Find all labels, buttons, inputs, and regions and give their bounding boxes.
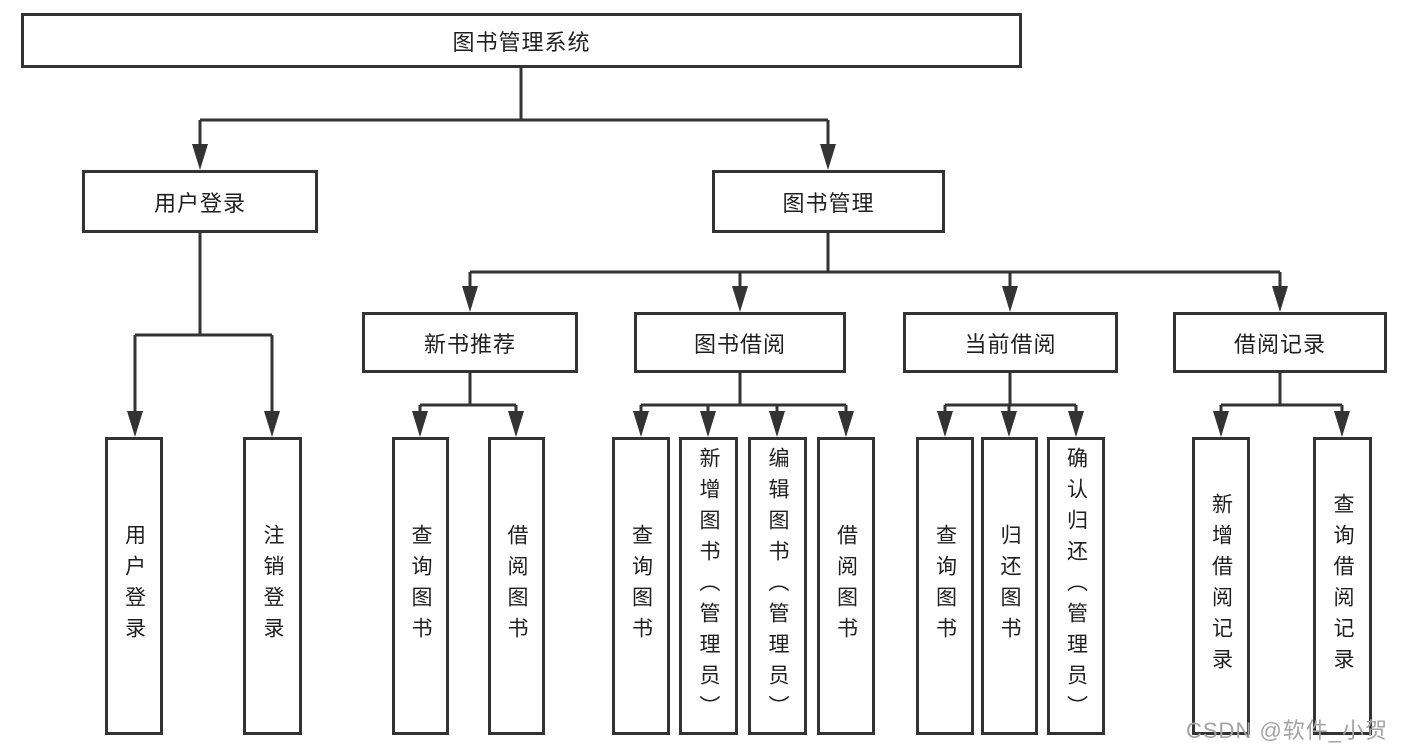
node-library-management-system: 图书管理系统 — [21, 13, 1022, 68]
csdn-watermark: CSDN @软件_小贺同学 — [1186, 718, 1389, 743]
leaf-query-borrow-record: 查询借阅记录 — [1313, 437, 1372, 735]
node-current-borrowing: 当前借阅 — [903, 312, 1118, 373]
leaf-borrowing-query-books: 查询图书 — [612, 437, 670, 735]
leaf-label: 借阅图书 — [834, 524, 858, 648]
node-label: 借阅记录 — [1233, 331, 1326, 357]
leaf-return-books: 归还图书 — [981, 437, 1038, 735]
node-label: 当前借阅 — [964, 331, 1057, 357]
leaf-label: 注销登录 — [261, 524, 284, 648]
leaf-user-login: 用户登录 — [105, 437, 163, 735]
node-label: 图书管理系统 — [452, 29, 591, 55]
leaf-add-borrow-record: 新增借阅记录 — [1192, 437, 1250, 735]
node-label: 图书借阅 — [693, 331, 786, 357]
leaf-label: 用户登录 — [122, 524, 146, 648]
leaf-label: 查询图书 — [933, 524, 957, 648]
node-borrowing-records: 借阅记录 — [1173, 312, 1387, 373]
leaf-label: 查询图书 — [409, 524, 432, 648]
leaf-current-query-books: 查询图书 — [916, 437, 974, 735]
node-label: 图书管理 — [782, 190, 875, 216]
node-user-login: 用户登录 — [82, 170, 318, 233]
node-label: 新书推荐 — [423, 331, 516, 357]
leaf-recommend-query-books: 查询图书 — [392, 437, 449, 735]
leaf-edit-books-admin: 编辑图书（管理员） — [748, 437, 807, 735]
node-book-management: 图书管理 — [712, 170, 945, 233]
leaf-label: 查询借阅记录 — [1331, 493, 1354, 679]
leaf-label: 归还图书 — [998, 524, 1021, 648]
node-label: 用户登录 — [153, 190, 246, 216]
leaf-label: 借阅图书 — [505, 524, 528, 648]
leaf-add-books-admin: 新增图书（管理员） — [679, 437, 738, 735]
leaf-logout: 注销登录 — [243, 437, 302, 735]
leaf-recommend-borrow-books: 借阅图书 — [488, 437, 545, 735]
leaf-label: 新增借阅记录 — [1209, 493, 1233, 679]
leaf-borrowing-borrow-books: 借阅图书 — [817, 437, 875, 735]
arrowheads — [127, 144, 1350, 437]
leaf-confirm-return-admin: 确认归还（管理员） — [1047, 437, 1105, 735]
leaf-label: 编辑图书（管理员） — [766, 446, 789, 726]
node-new-book-recommendation: 新书推荐 — [362, 312, 578, 373]
node-book-borrowing: 图书借阅 — [634, 312, 846, 373]
leaf-label: 查询图书 — [629, 524, 653, 648]
leaf-label: 确认归还（管理员） — [1064, 446, 1088, 726]
leaf-label: 新增图书（管理员） — [697, 446, 720, 726]
